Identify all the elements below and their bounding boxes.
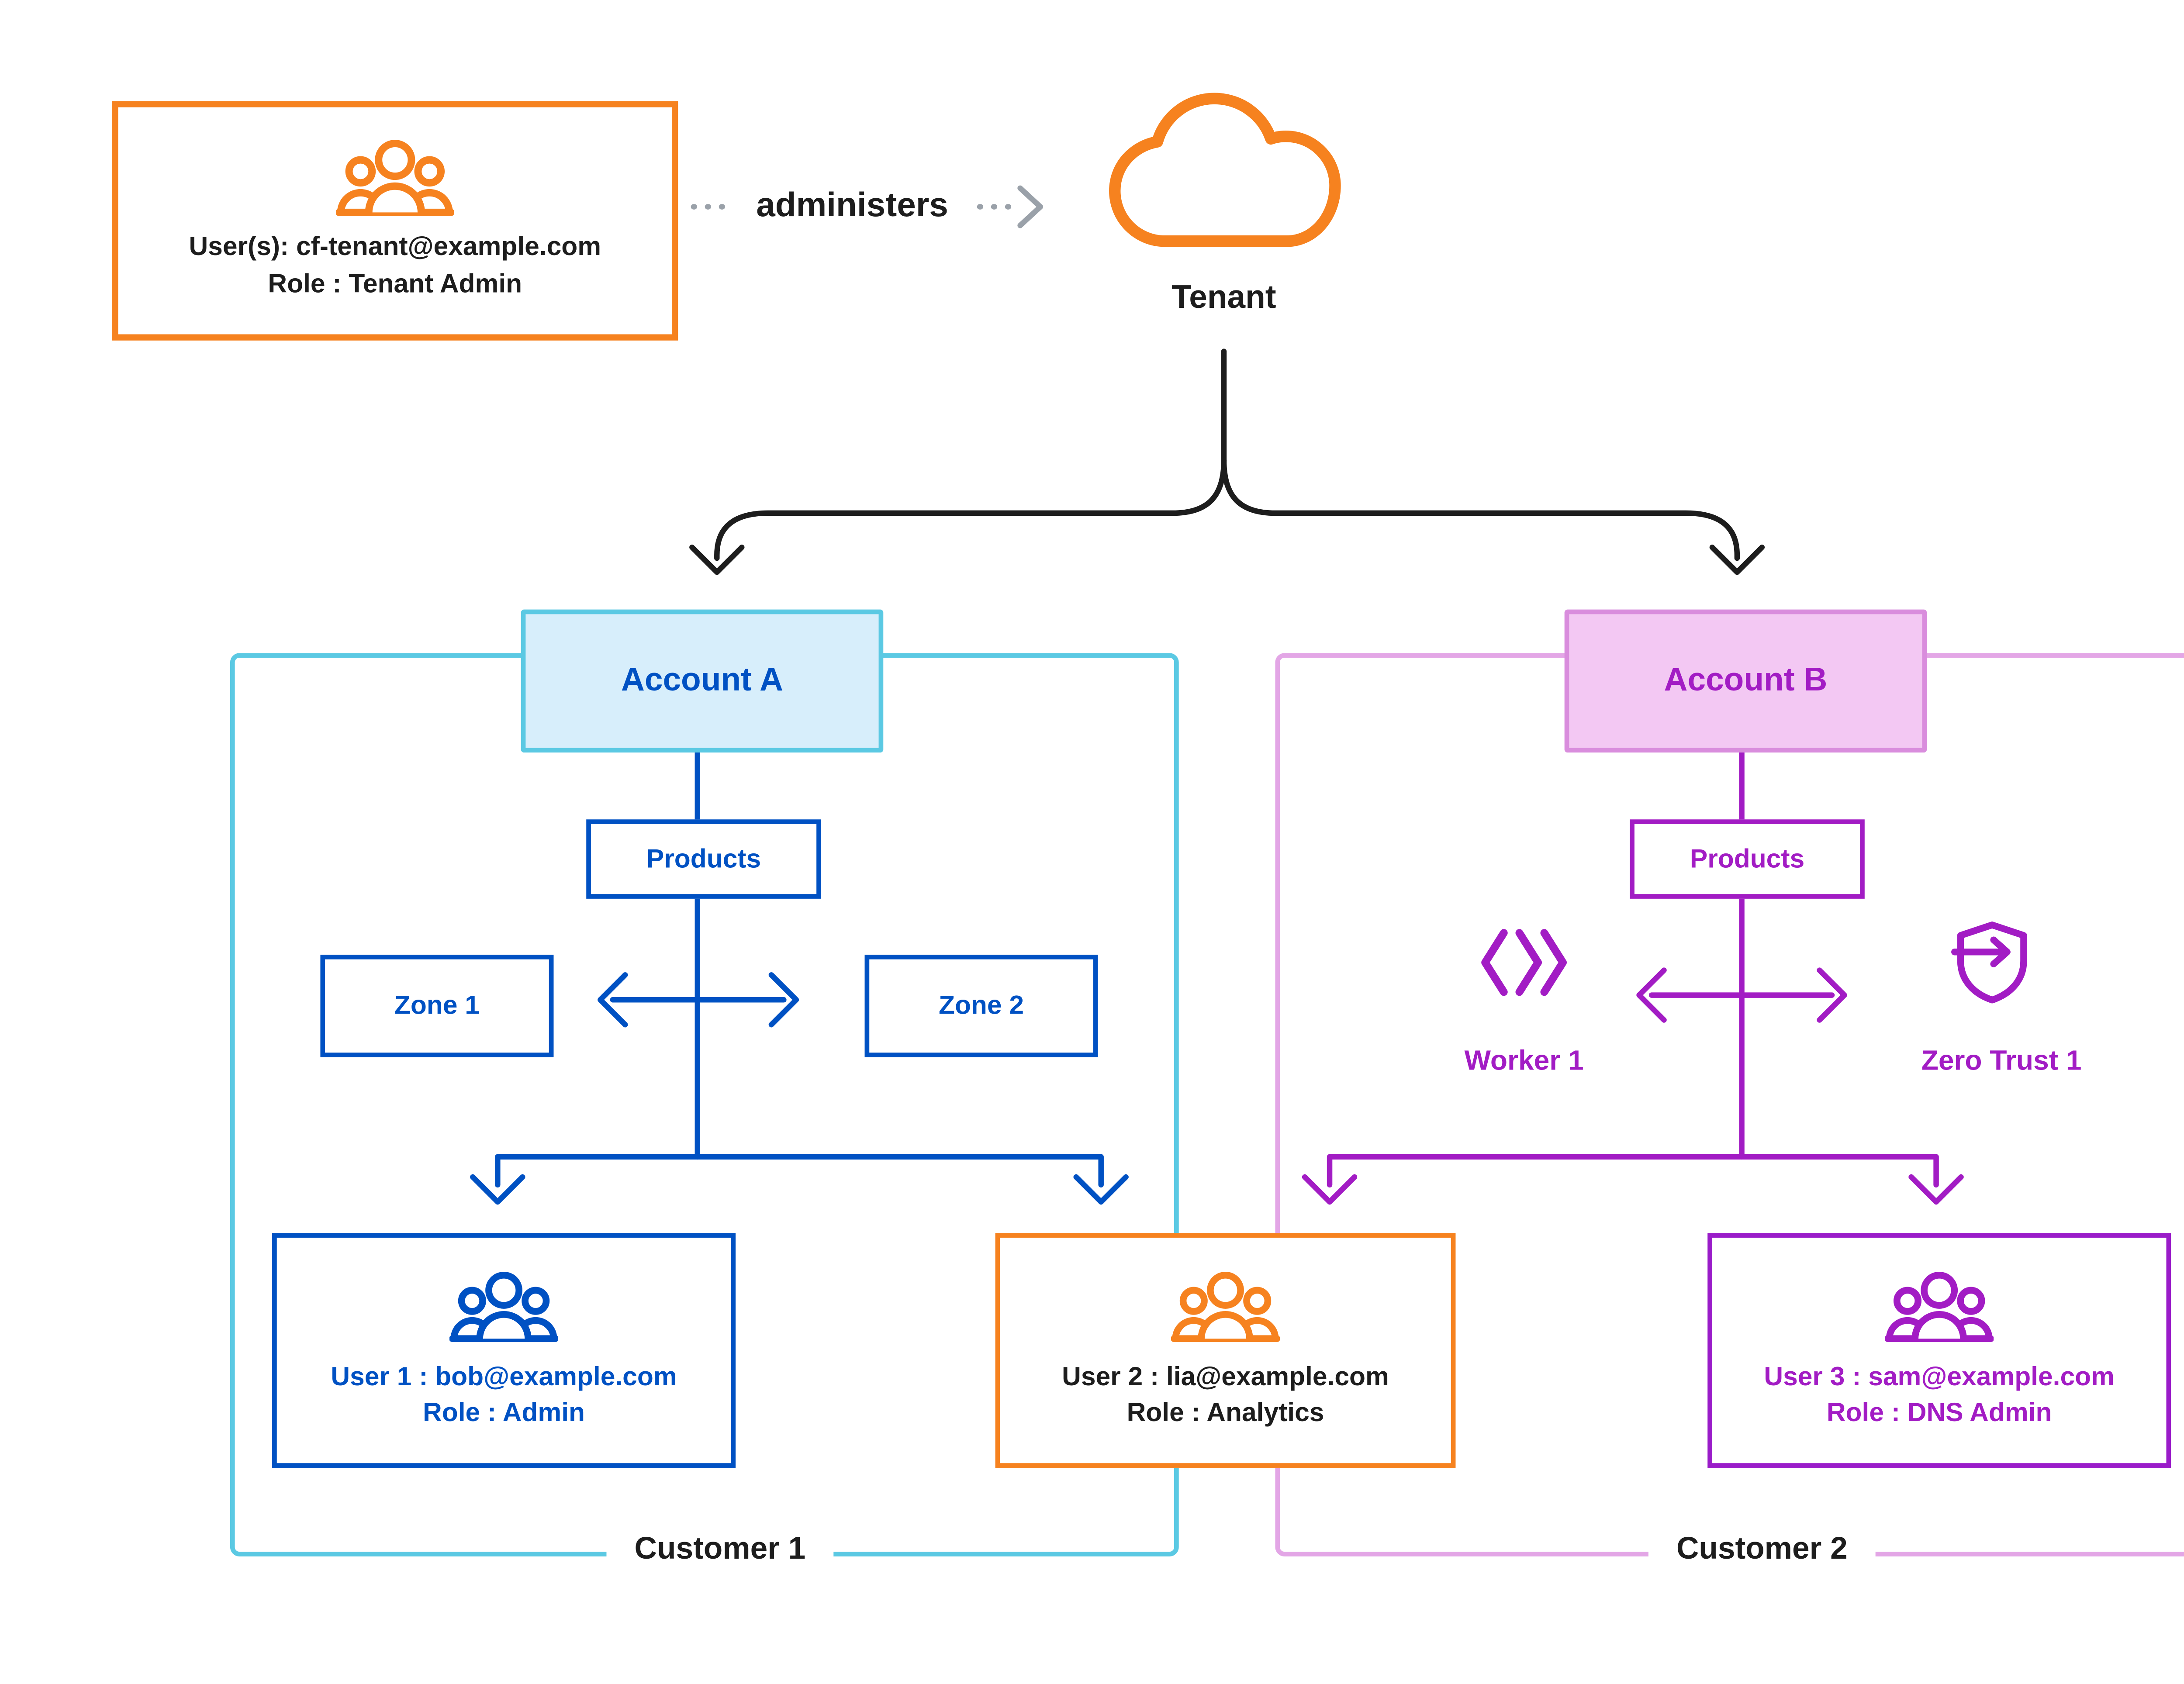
user-3-line1: User 3 : sam@example.com [1764,1362,2115,1392]
tenant-admin-users-line: User(s): cf-tenant@example.com [189,232,601,262]
user-1-line1: User 1 : bob@example.com [331,1362,677,1392]
users-icon [449,1270,558,1346]
customer-2-label: Customer 2 [1648,1532,1876,1568]
account-a-connectors [470,740,1129,1205]
customer-1-label: Customer 1 [606,1532,834,1568]
users-icon [336,139,454,221]
user-2-line2: Role : Analytics [1127,1397,1324,1427]
zone-2-box: Zone 2 [864,955,1098,1058]
user-3-line2: Role : DNS Admin [1826,1397,2052,1427]
products-b-label: Products [1690,843,1805,873]
users-icon [1171,1270,1280,1346]
cloud-icon [1093,90,1355,270]
products-a-box: Products [586,819,821,899]
zero-trust-1-label: Zero Trust 1 [1921,1045,2082,1076]
user-1-line2: Role : Admin [423,1397,585,1427]
workers-icon [1477,924,1571,1001]
tenant-admin-box: User(s): cf-tenant@example.com Role : Te… [112,101,678,341]
user-1-box: User 1 : bob@example.com Role : Admin [272,1233,736,1468]
user-3-box: User 3 : sam@example.com Role : DNS Admi… [1707,1233,2171,1468]
users-icon [1885,1270,1994,1346]
user-2-box: User 2 : lia@example.com Role : Analytic… [995,1233,1456,1468]
account-a-label: Account A [621,662,784,698]
zero-trust-shield-icon [1949,918,2035,1008]
account-b-label: Account B [1664,662,1828,698]
account-b-connectors [1302,740,1964,1205]
zone-1-label: Zone 1 [394,990,480,1020]
administers-label: administers [756,185,948,224]
account-a-box: Account A [521,609,884,753]
zone-1-box: Zone 1 [320,955,554,1058]
products-b-box: Products [1630,819,1865,899]
administers-dotted-arrow [691,185,1044,228]
tenant-branch-arrows [689,349,1765,575]
account-b-box: Account B [1564,609,1927,753]
products-a-label: Products [646,843,761,873]
tenant-label: Tenant [1171,280,1276,316]
tenant-admin-role-line: Role : Tenant Admin [268,269,522,299]
user-2-line1: User 2 : lia@example.com [1062,1362,1389,1392]
zone-2-label: Zone 2 [938,990,1024,1020]
worker-1-label: Worker 1 [1464,1045,1584,1076]
